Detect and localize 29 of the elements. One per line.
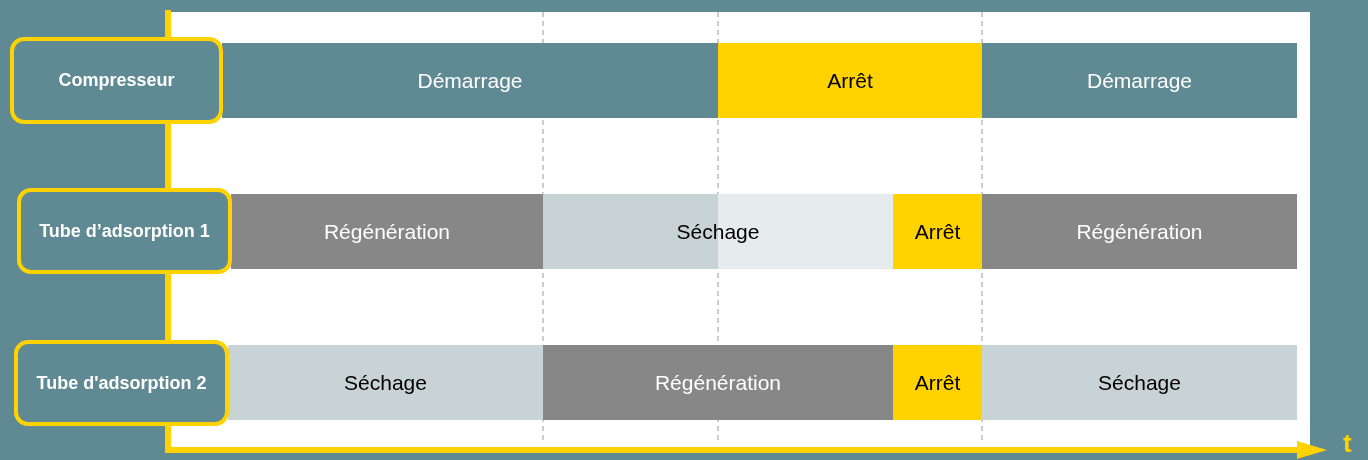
phase-label: Arrêt — [914, 370, 961, 395]
row-label — [14, 340, 229, 426]
phase-label: Arrêt — [827, 68, 873, 93]
row-label-text: Tube d'adsorption 2 — [36, 372, 207, 394]
phase-label: Régénération — [323, 219, 451, 244]
phase-label: Séchage — [676, 219, 760, 244]
row-label — [17, 188, 232, 274]
phase-label: Séchage — [1098, 370, 1181, 395]
phase-bar — [543, 345, 893, 420]
phase-label: Démarrage — [417, 68, 523, 93]
row-label-text: Compresseur — [58, 70, 175, 91]
phase-label: Régénération — [654, 370, 782, 395]
phase-bar — [222, 43, 718, 118]
phase-label: Arrêt — [914, 219, 961, 244]
phase-bar — [893, 194, 982, 269]
phase-label: Régénération — [1076, 219, 1203, 244]
phase-bar — [228, 345, 543, 420]
phase-bar — [718, 43, 982, 118]
row-label-text: Tube d’adsorption 1 — [39, 220, 210, 242]
phase-bar — [231, 194, 543, 269]
phase-bar — [893, 345, 982, 420]
phase-bar — [982, 194, 1297, 269]
phase-bar — [543, 194, 893, 269]
row-label — [10, 37, 223, 124]
axis-label: t — [1343, 428, 1352, 459]
phase-label: Séchage — [344, 370, 427, 395]
phase-bar — [982, 43, 1297, 118]
phase-bar — [982, 345, 1297, 420]
phase-label: Démarrage — [1086, 68, 1192, 93]
